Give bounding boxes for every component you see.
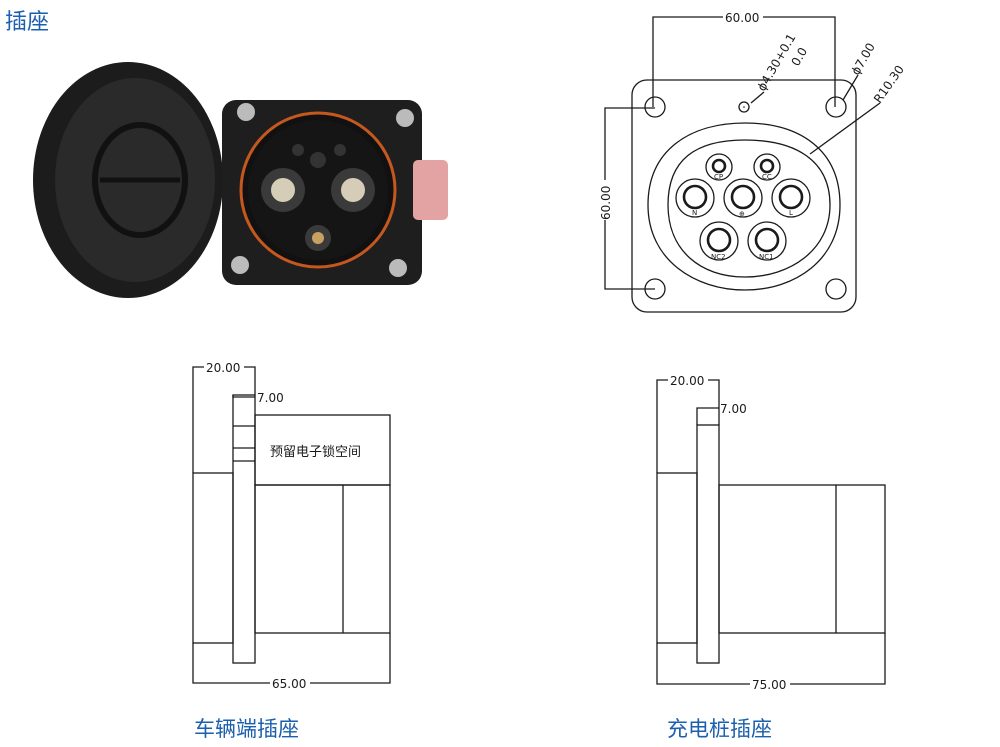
pin-cc: CC [753,153,781,181]
vehicle-side-drawing: 预留电子锁空间 20.00 7.00 65.00 车辆端插座 [192,360,391,741]
svg-text:N: N [692,209,697,217]
pin-nc1: NC1 [747,221,787,261]
charger-side-drawing: 20.00 7.00 75.00 充电桩插座 [656,373,886,741]
radius-dim: R10.30 [871,63,907,106]
svg-text:L: L [789,209,793,217]
pin-pe: ⊕ [723,178,763,218]
pin-cp: CP [705,153,733,181]
charger-dim-length: 75.00 [752,678,786,692]
front-view-drawing: CP CC N ⊕ L NC2 NC1 60.00 60.00 ϕ4.30+0.… [598,9,907,313]
vehicle-caption: 车辆端插座 [194,717,299,741]
charger-caption: 充电桩插座 [667,717,772,741]
width-dim: 60.00 [725,11,759,25]
pin-l: L [771,178,811,218]
mount-hole-dim: ϕ7.00 [848,41,877,78]
svg-text:CC: CC [762,173,772,181]
vehicle-dim-flange: 7.00 [257,391,284,405]
height-dim: 60.00 [599,186,613,220]
svg-text:⊕: ⊕ [739,210,745,218]
lock-space-label: 预留电子锁空间 [270,444,361,460]
charger-dim-top: 20.00 [670,374,704,388]
socket-photo [33,62,448,298]
pin-n: N [675,178,715,218]
charger-dim-flange: 7.00 [720,402,747,416]
svg-text:CP: CP [714,173,723,181]
page-title: 插座 [5,10,49,35]
pin-nc2: NC2 [699,221,739,261]
vehicle-dim-top: 20.00 [206,361,240,375]
vehicle-dim-length: 65.00 [272,677,306,691]
svg-text:NC2: NC2 [711,253,726,261]
svg-text:NC1: NC1 [759,253,774,261]
